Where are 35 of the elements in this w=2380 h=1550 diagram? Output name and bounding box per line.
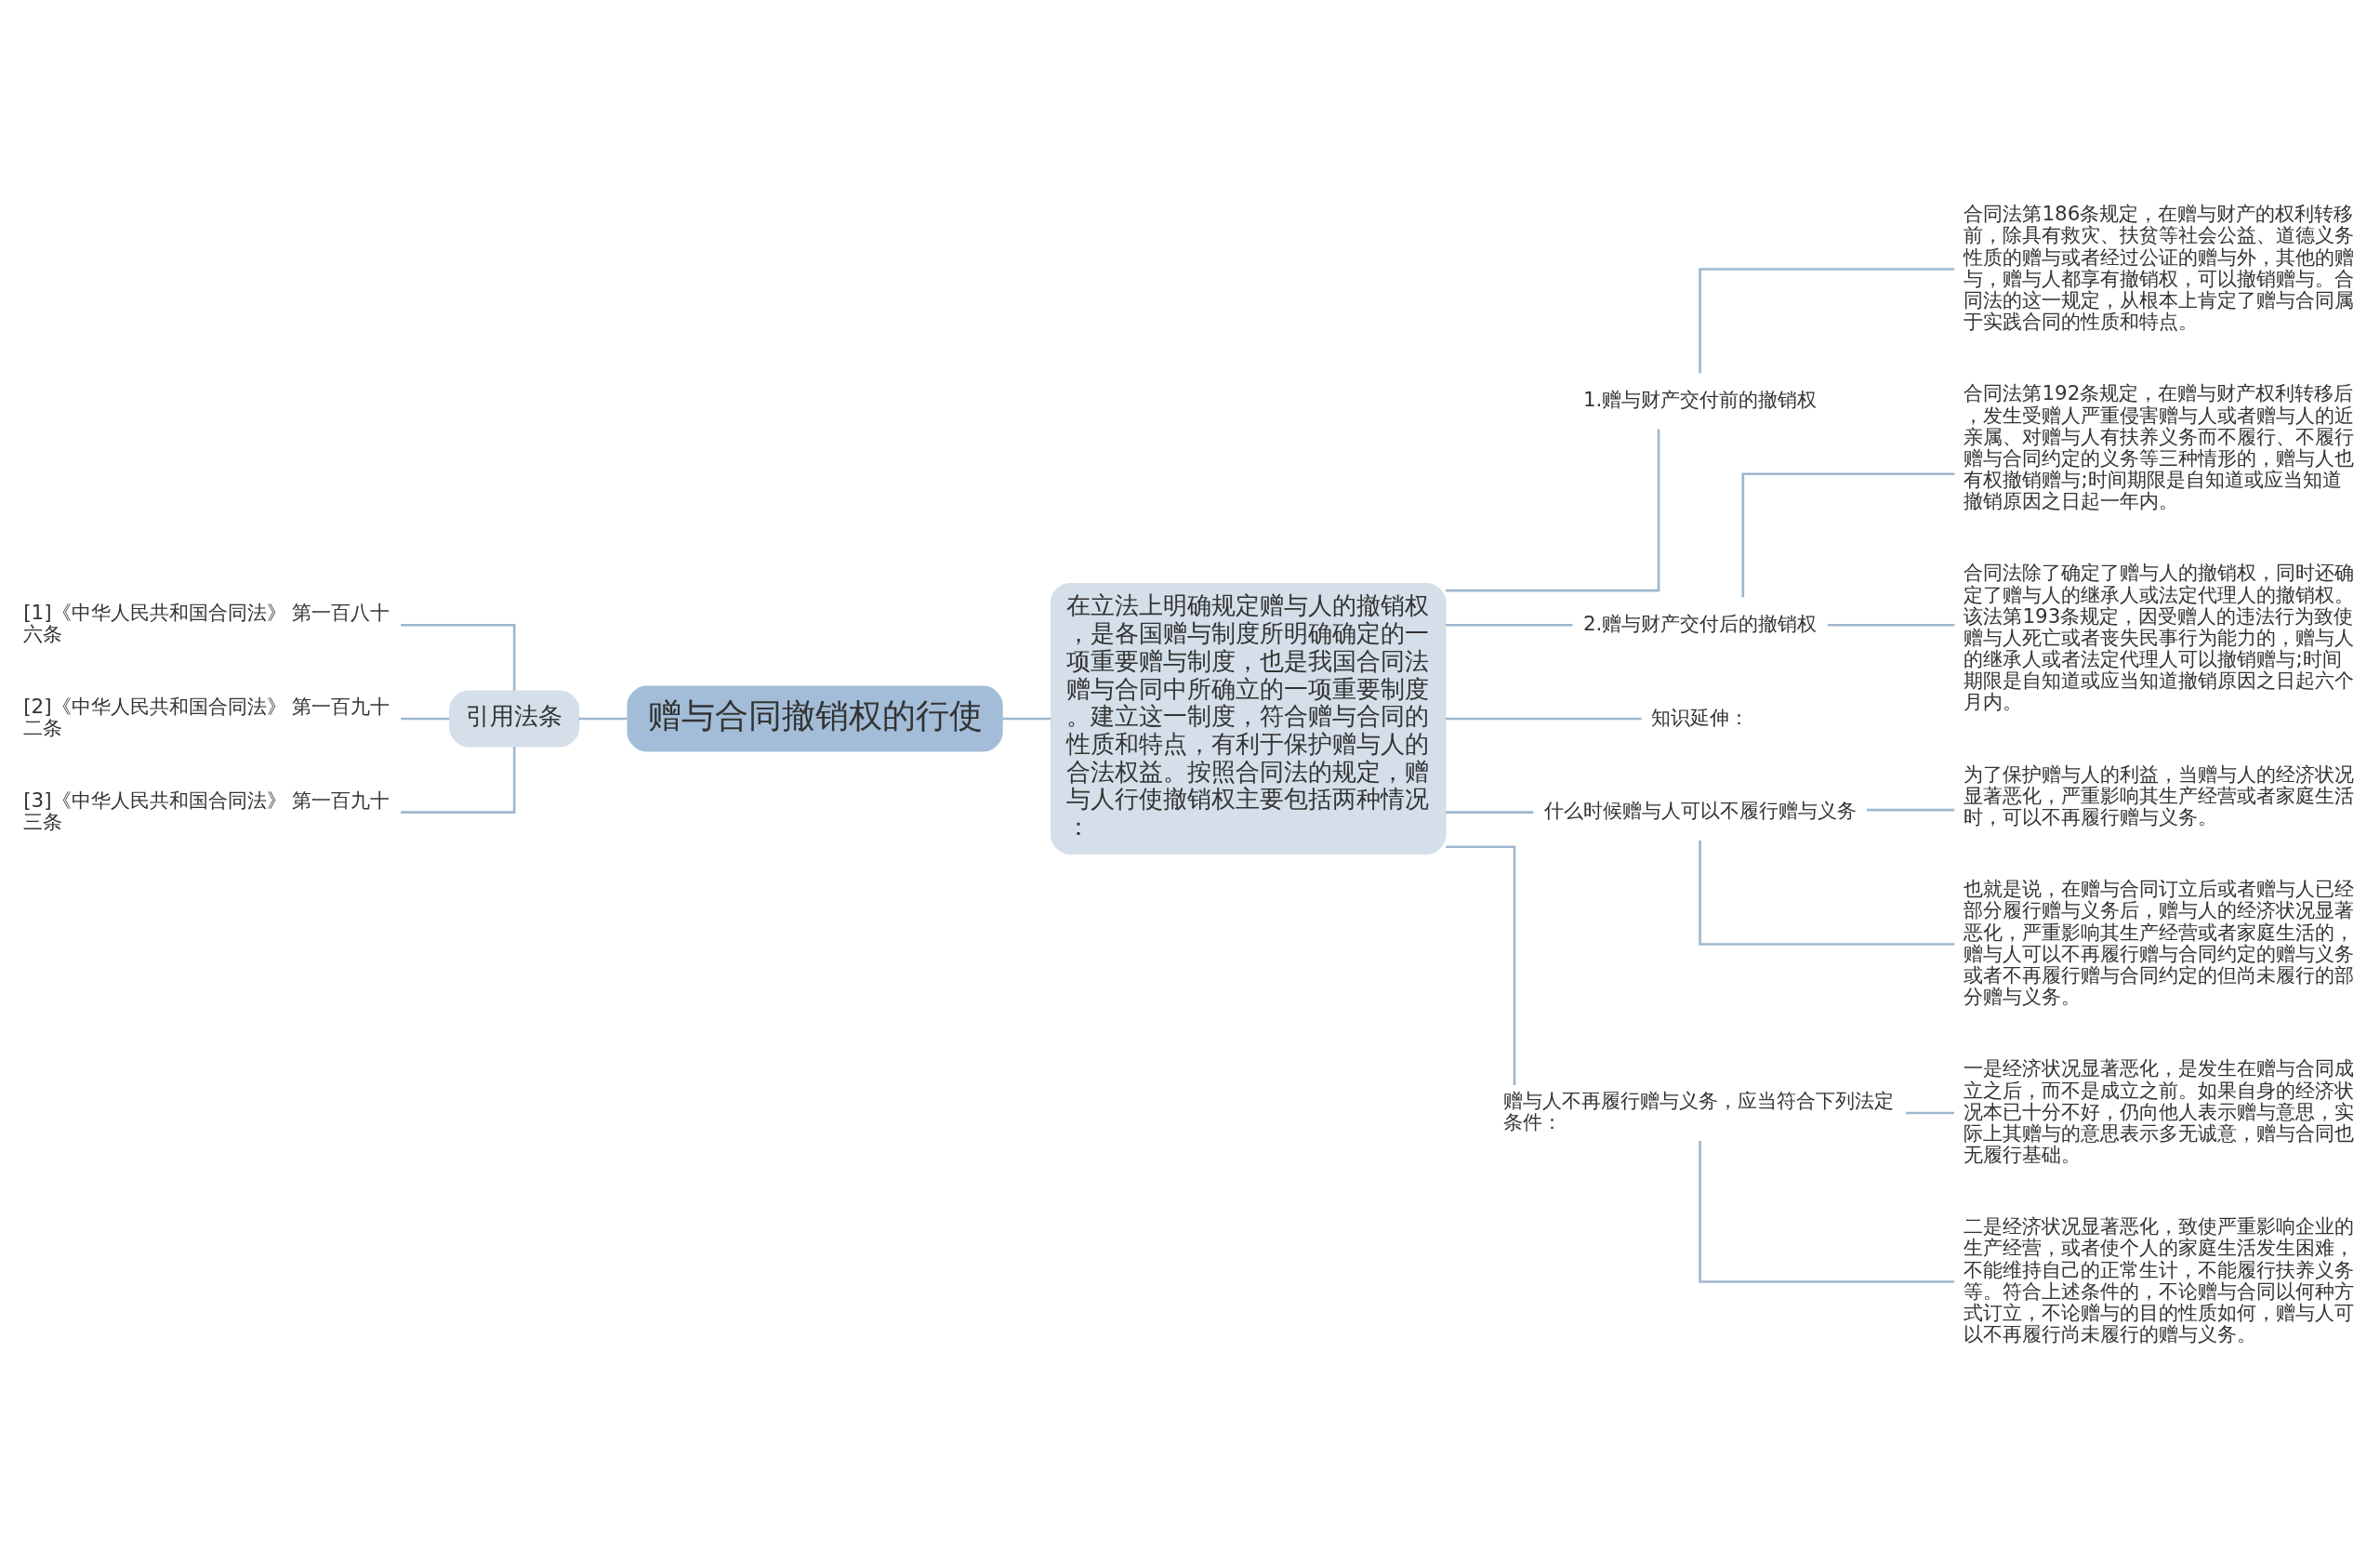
node-text: 一是经济状况显著恶化，是发生在赠与合同成立之后，而不是成立之前。如果自身的经济状况本已十分不好，仍向他人表示赠与意思，实际上其赠与的意思表示多无诚意，赠与合同也无履行基础。 (1964, 1055, 2355, 1166)
node-text: 2.赠与财产交付后的撤销权 (1582, 611, 1818, 635)
connector (401, 746, 516, 814)
connector (1867, 808, 1955, 811)
node-text: 赠与人不再履行赠与义务，应当符合下列法定条件： (1503, 1088, 1895, 1133)
node-text: 什么时候赠与人可以不履行赠与义务 (1543, 798, 1857, 822)
node-box: 在立法上明确规定赠与人的撤销权，是各国赠与制度所明确确定的一项重要赠与制度，也是我国合同法赠与合同中所确立的一项重要制度。建立这一制度，符合赠与合同的性质和特点，有利于保护赠与人的合法权益。按照合同法的规定，赠与人行使撤销权主要包括两种情况： (1050, 582, 1447, 854)
connector (1002, 717, 1051, 720)
node-box: 赠与合同撤销权的行使 (627, 684, 1003, 751)
connector (401, 623, 516, 691)
connector (1446, 717, 1642, 720)
node-text: [2]《中华人民共和国合同法》 第一百九十二条 (23, 694, 390, 739)
connector (1827, 623, 1955, 627)
connector (401, 717, 450, 720)
connector (1906, 1111, 1954, 1114)
connector (1741, 471, 1955, 597)
node-text: 为了保护赠与人的利益，当赠与人的经济状况显著恶化，严重影响其生产经营或者家庭生活时，可以不再履行赠与义务。 (1964, 762, 2355, 828)
connector (1699, 267, 1955, 373)
node-text: 合同法第192条规定，在赠与财产权利转移后，发生受赠人严重侵害赠与人或者赠与人的近亲属、对赠与人有扶养义务而不履行、不履行赠与合同约定的义务等三种情形的，赠与人也有权撤销赠与;时间期限是自知道或应当知道撤销原因之日起一年内。 (1964, 380, 2355, 512)
connector (1446, 844, 1516, 1085)
node-text: 也就是说，在赠与合同订立后或者赠与人已经部分履行赠与义务后，赠与人的经济状况显著恶化，严重影响其生产经营或者家庭生活的，赠与人可以不再履行赠与合同约定的赠与义务或者不再履行赠与合同约定的但尚未履行的部分赠与义务。 (1964, 876, 2355, 1008)
node-text: 二是经济状况显著恶化，致使严重影响企业的生产经营，或者使个人的家庭生活发生困难，不能维持自己的正常生计，不能履行扶养义务等。符合上述条件的，不论赠与合同以何种方式订立，不论赠与的目的性质如何，赠与人可以不再履行尚未履行的赠与义务。 (1964, 1213, 2355, 1345)
node-box: 引用法条 (449, 689, 580, 747)
connector (1446, 428, 1660, 591)
node-text: 合同法第186条规定，在赠与财产的权利转移前，除具有救灾、扶贫等社会公益、道德义务性质的赠与或者经过公证的赠与外，其他的赠与，赠与人都享有撤销权，可以撤销赠与。合同法的这一规定，从根本上肯定了赠与合同属于实践合同的性质和特点。 (1964, 201, 2355, 333)
node-text: 合同法除了确定了赠与人的撤销权，同时还确定了赠与人的继承人或法定代理人的撤销权。该法第193条规定，因受赠人的违法行为致使赠与人死亡或者丧失民事行为能力的，赠与人的继承人或者法定代理人可以撤销赠与;时间期限是自知道或应当知道撤销原因之日起六个月内。 (1964, 560, 2355, 713)
connector (1699, 1140, 1955, 1283)
node-text: 知识延伸： (1651, 705, 1750, 729)
node-text: [3]《中华人民共和国合同法》 第一百九十三条 (23, 788, 390, 833)
connector (1446, 810, 1534, 814)
node-text: 1.赠与财产交付前的撤销权 (1582, 387, 1818, 411)
connector (1699, 840, 1955, 946)
connector (578, 717, 628, 720)
connector (1446, 623, 1573, 627)
node-text: [1]《中华人民共和国合同法》 第一百八十六条 (23, 600, 390, 645)
